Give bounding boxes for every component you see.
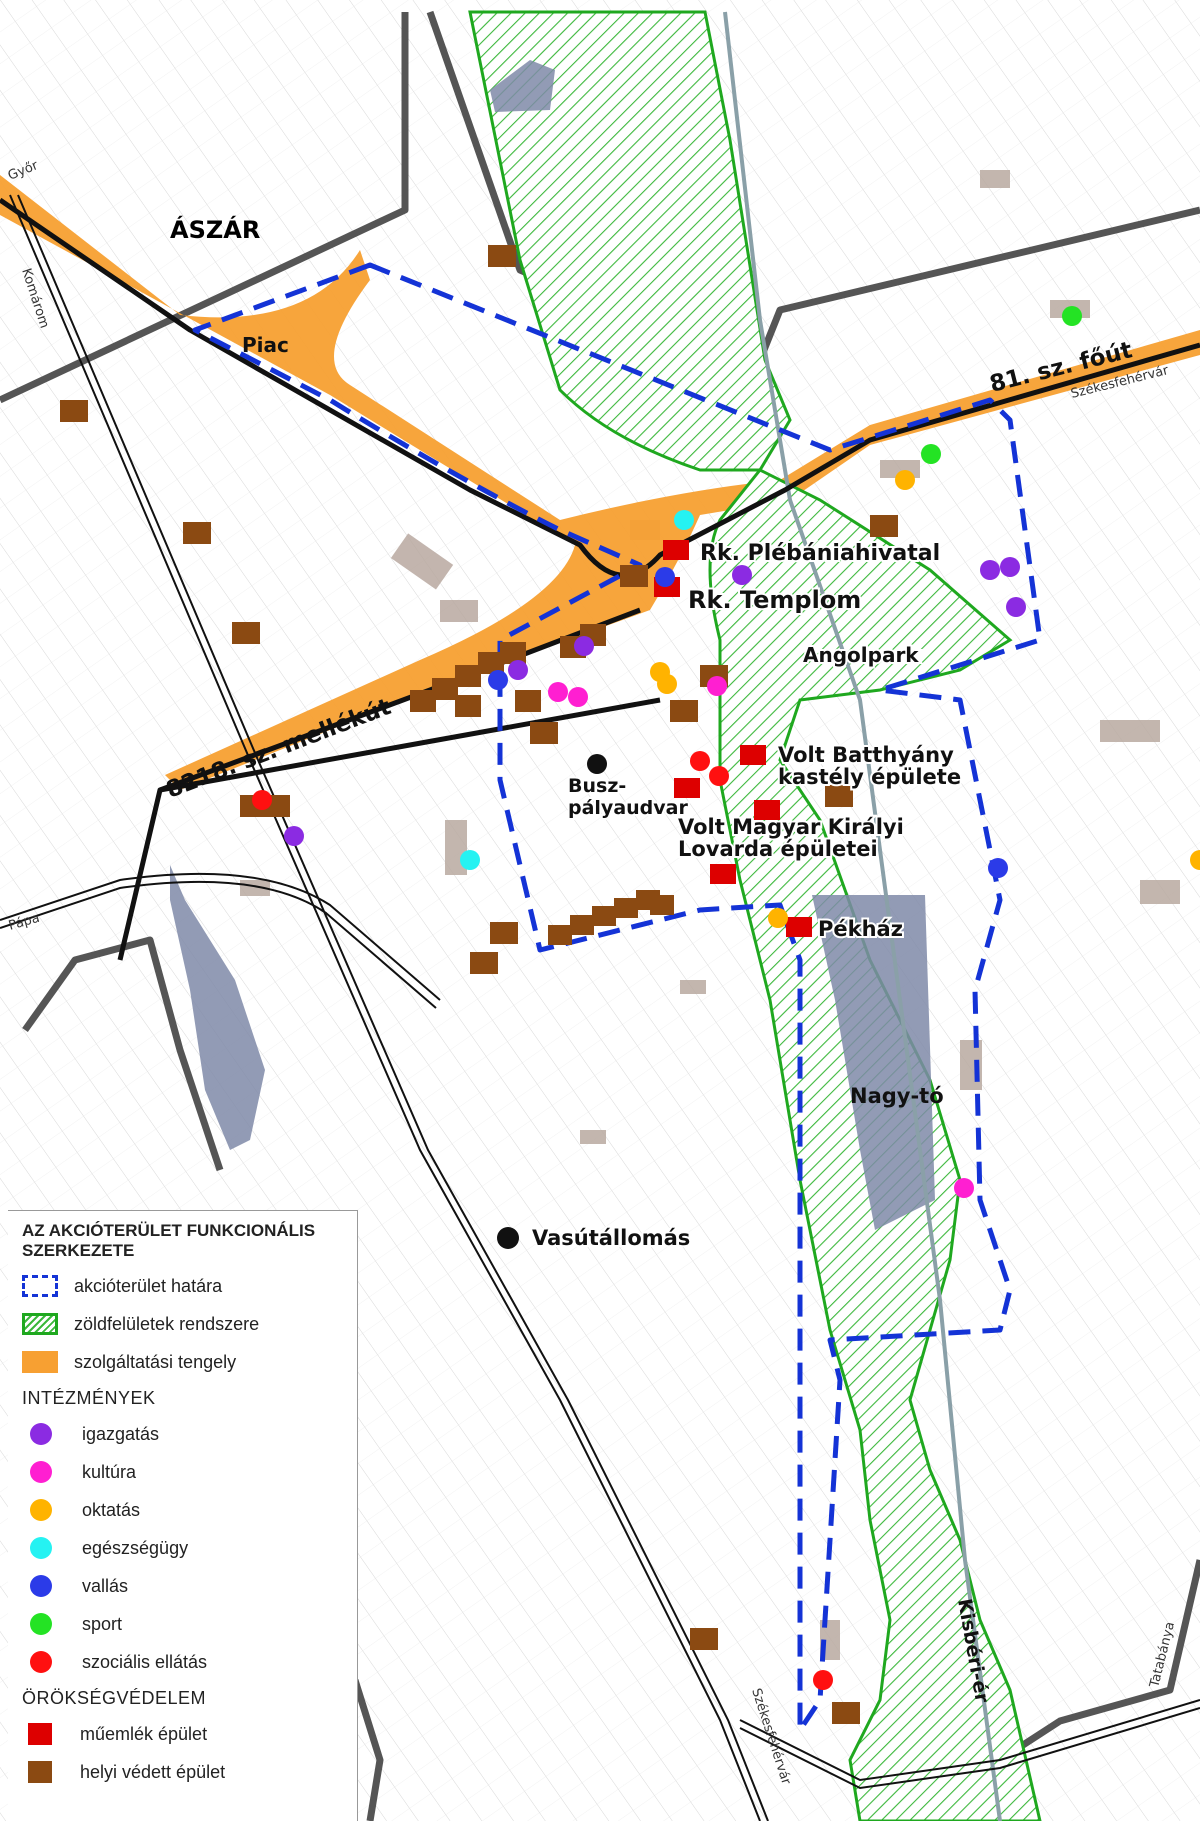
legend-row-sport: sport: [22, 1605, 357, 1643]
water-bodies: [170, 60, 935, 1230]
legend-dot-szocialis: [30, 1651, 52, 1673]
buildings-layer: [240, 170, 1180, 1660]
legend-dot-egeszsegugy: [30, 1537, 52, 1559]
pond-north: [490, 60, 555, 112]
institution-points: [252, 306, 1200, 1690]
legend-swatch-boundary: [22, 1275, 58, 1297]
label-busz-2: pályaudvar: [568, 797, 688, 819]
pond-west: [170, 865, 265, 1150]
legend-row-szocialis: szociális ellátás: [22, 1643, 357, 1681]
kisberi-er-stream: [723, 11, 1002, 1821]
label-templom: Rk. Templom: [688, 586, 861, 614]
legend-dot-sport: [30, 1613, 52, 1635]
road-pott: [117, 697, 661, 961]
nagy-to-lake: [812, 895, 935, 1230]
legend-dot-vallas: [30, 1575, 52, 1597]
label-plebania: Rk. Plébániahivatal: [700, 541, 940, 566]
legend-row-boundary: akcióterület határa: [22, 1267, 357, 1305]
legend-row-igazgatas: igazgatás: [22, 1415, 357, 1453]
label-batthyany-2: kastély épülete: [778, 765, 961, 789]
label-busz-1: Busz-: [568, 775, 626, 797]
legend-row-axis: szolgáltatási tengely: [22, 1343, 357, 1381]
label-pekhaz: Pékház: [818, 917, 903, 941]
legend-dot-oktatas: [30, 1499, 52, 1521]
legend-section-institutions: INTÉZMÉNYEK: [22, 1387, 156, 1408]
heritage-monuments: [654, 540, 812, 937]
legend-dot-igazgatas: [30, 1423, 52, 1445]
label-piac: Piac: [242, 333, 289, 357]
legend-swatch-axis: [22, 1351, 58, 1373]
legend-square-helyi: [28, 1761, 52, 1783]
railways: [0, 194, 1200, 1821]
legend-row-muemlek: műemlék épület: [22, 1715, 357, 1753]
map-legend: AZ AKCIÓTERÜLET FUNKCIONÁLIS SZERKEZETE …: [8, 1210, 358, 1821]
action-area-boundary: [192, 262, 1043, 1733]
label-vasutallomas: Vasútállomás: [532, 1226, 690, 1250]
local-protected-buildings: [60, 245, 898, 1724]
legend-square-muemlek: [28, 1723, 52, 1745]
legend-swatch-green: [22, 1313, 58, 1335]
legend-row-helyi: helyi védett épület: [22, 1753, 357, 1791]
legend-row-green: zöldfelületek rendszere: [22, 1305, 357, 1343]
town-label: ÁSZÁR: [170, 215, 260, 244]
legend-row-oktatas: oktatás: [22, 1491, 357, 1529]
local-protected-row-south: [548, 890, 674, 945]
label-angolpark: Angolpark: [803, 643, 919, 667]
label-nagyto: Nagy-tó: [850, 1084, 944, 1108]
label-batthyany-1: Volt Batthyány: [778, 743, 954, 767]
legend-dot-kultura: [30, 1461, 52, 1483]
legend-row-vallas: vallás: [22, 1567, 357, 1605]
legend-row-egeszsegugy: egészségügy: [22, 1529, 357, 1567]
label-magyar-1: Volt Magyar Királyi: [678, 815, 904, 839]
legend-row-kultura: kultúra: [22, 1453, 357, 1491]
label-magyar-2: Lovarda épületei: [678, 837, 878, 861]
legend-section-heritage: ÖRÖKSÉGVÉDELEM: [22, 1687, 207, 1708]
legend-title: AZ AKCIÓTERÜLET FUNKCIONÁLIS SZERKEZETE: [22, 1221, 316, 1260]
service-axis: [0, 175, 1200, 790]
